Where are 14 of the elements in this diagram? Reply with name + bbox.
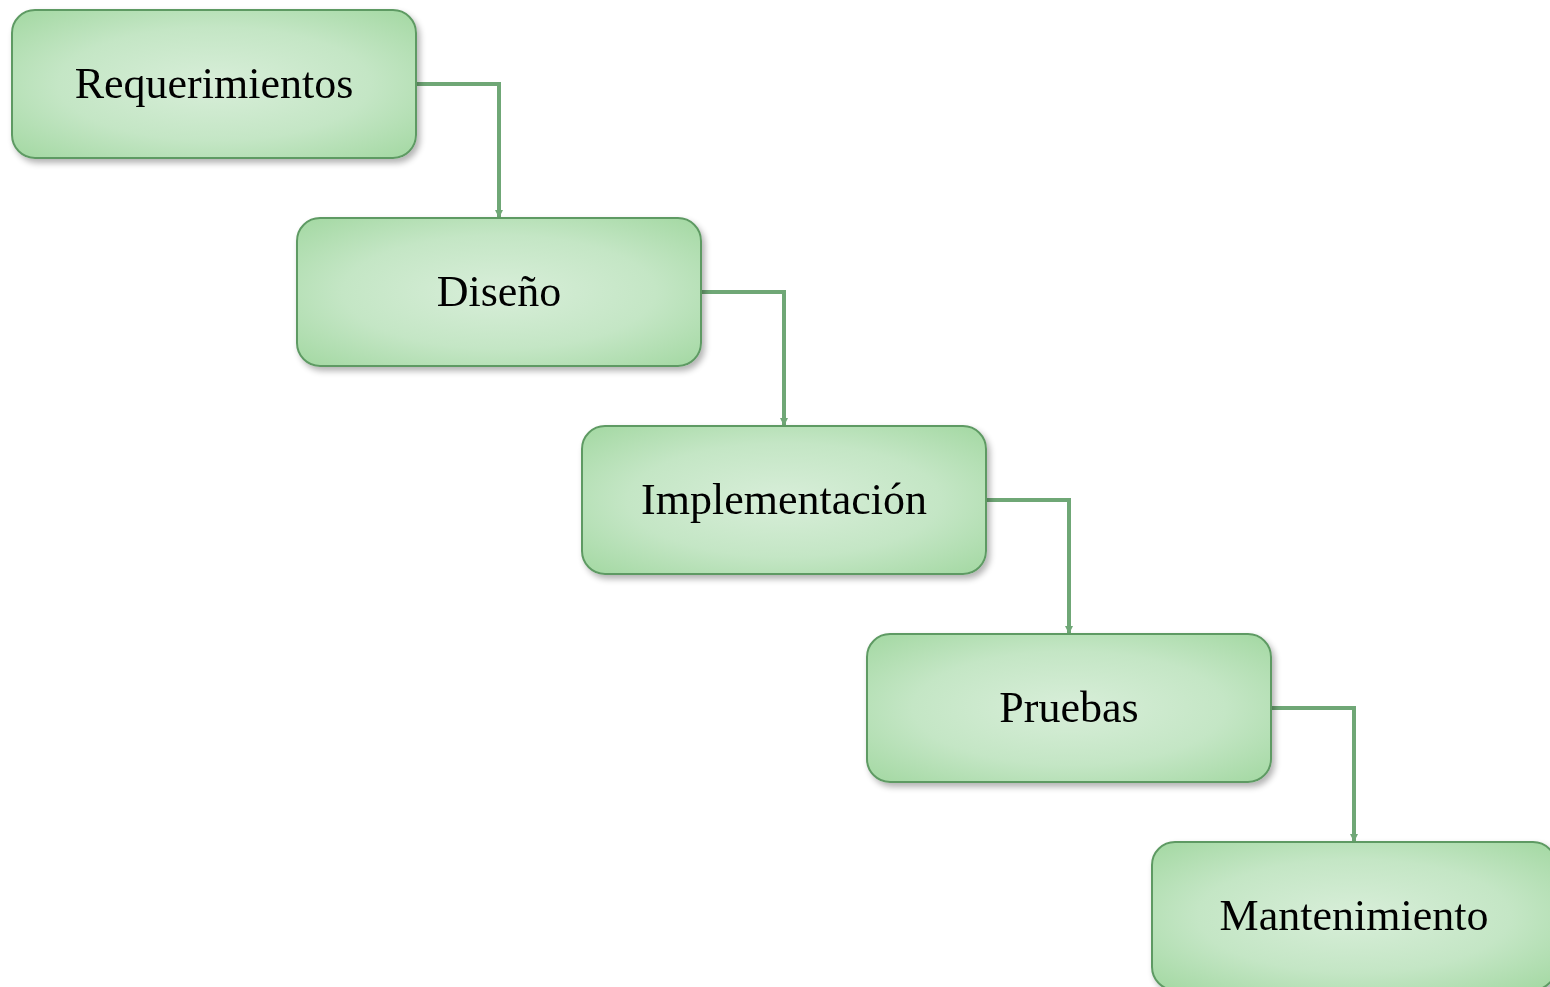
step-label: Mantenimiento xyxy=(1219,894,1489,938)
connector-arrow xyxy=(987,498,1073,634)
process-box xyxy=(296,217,702,367)
step-label: Requerimientos xyxy=(74,62,354,106)
process-box xyxy=(1151,841,1550,987)
connector-arrow xyxy=(702,290,788,426)
step-label: Pruebas xyxy=(999,686,1139,730)
connector-arrow xyxy=(1272,706,1358,842)
process-box xyxy=(581,425,987,575)
process-box xyxy=(866,633,1272,783)
step-label: Implementación xyxy=(641,478,927,522)
process-box xyxy=(11,9,417,159)
connector-arrow xyxy=(417,82,503,218)
step-label: Diseño xyxy=(436,270,562,314)
